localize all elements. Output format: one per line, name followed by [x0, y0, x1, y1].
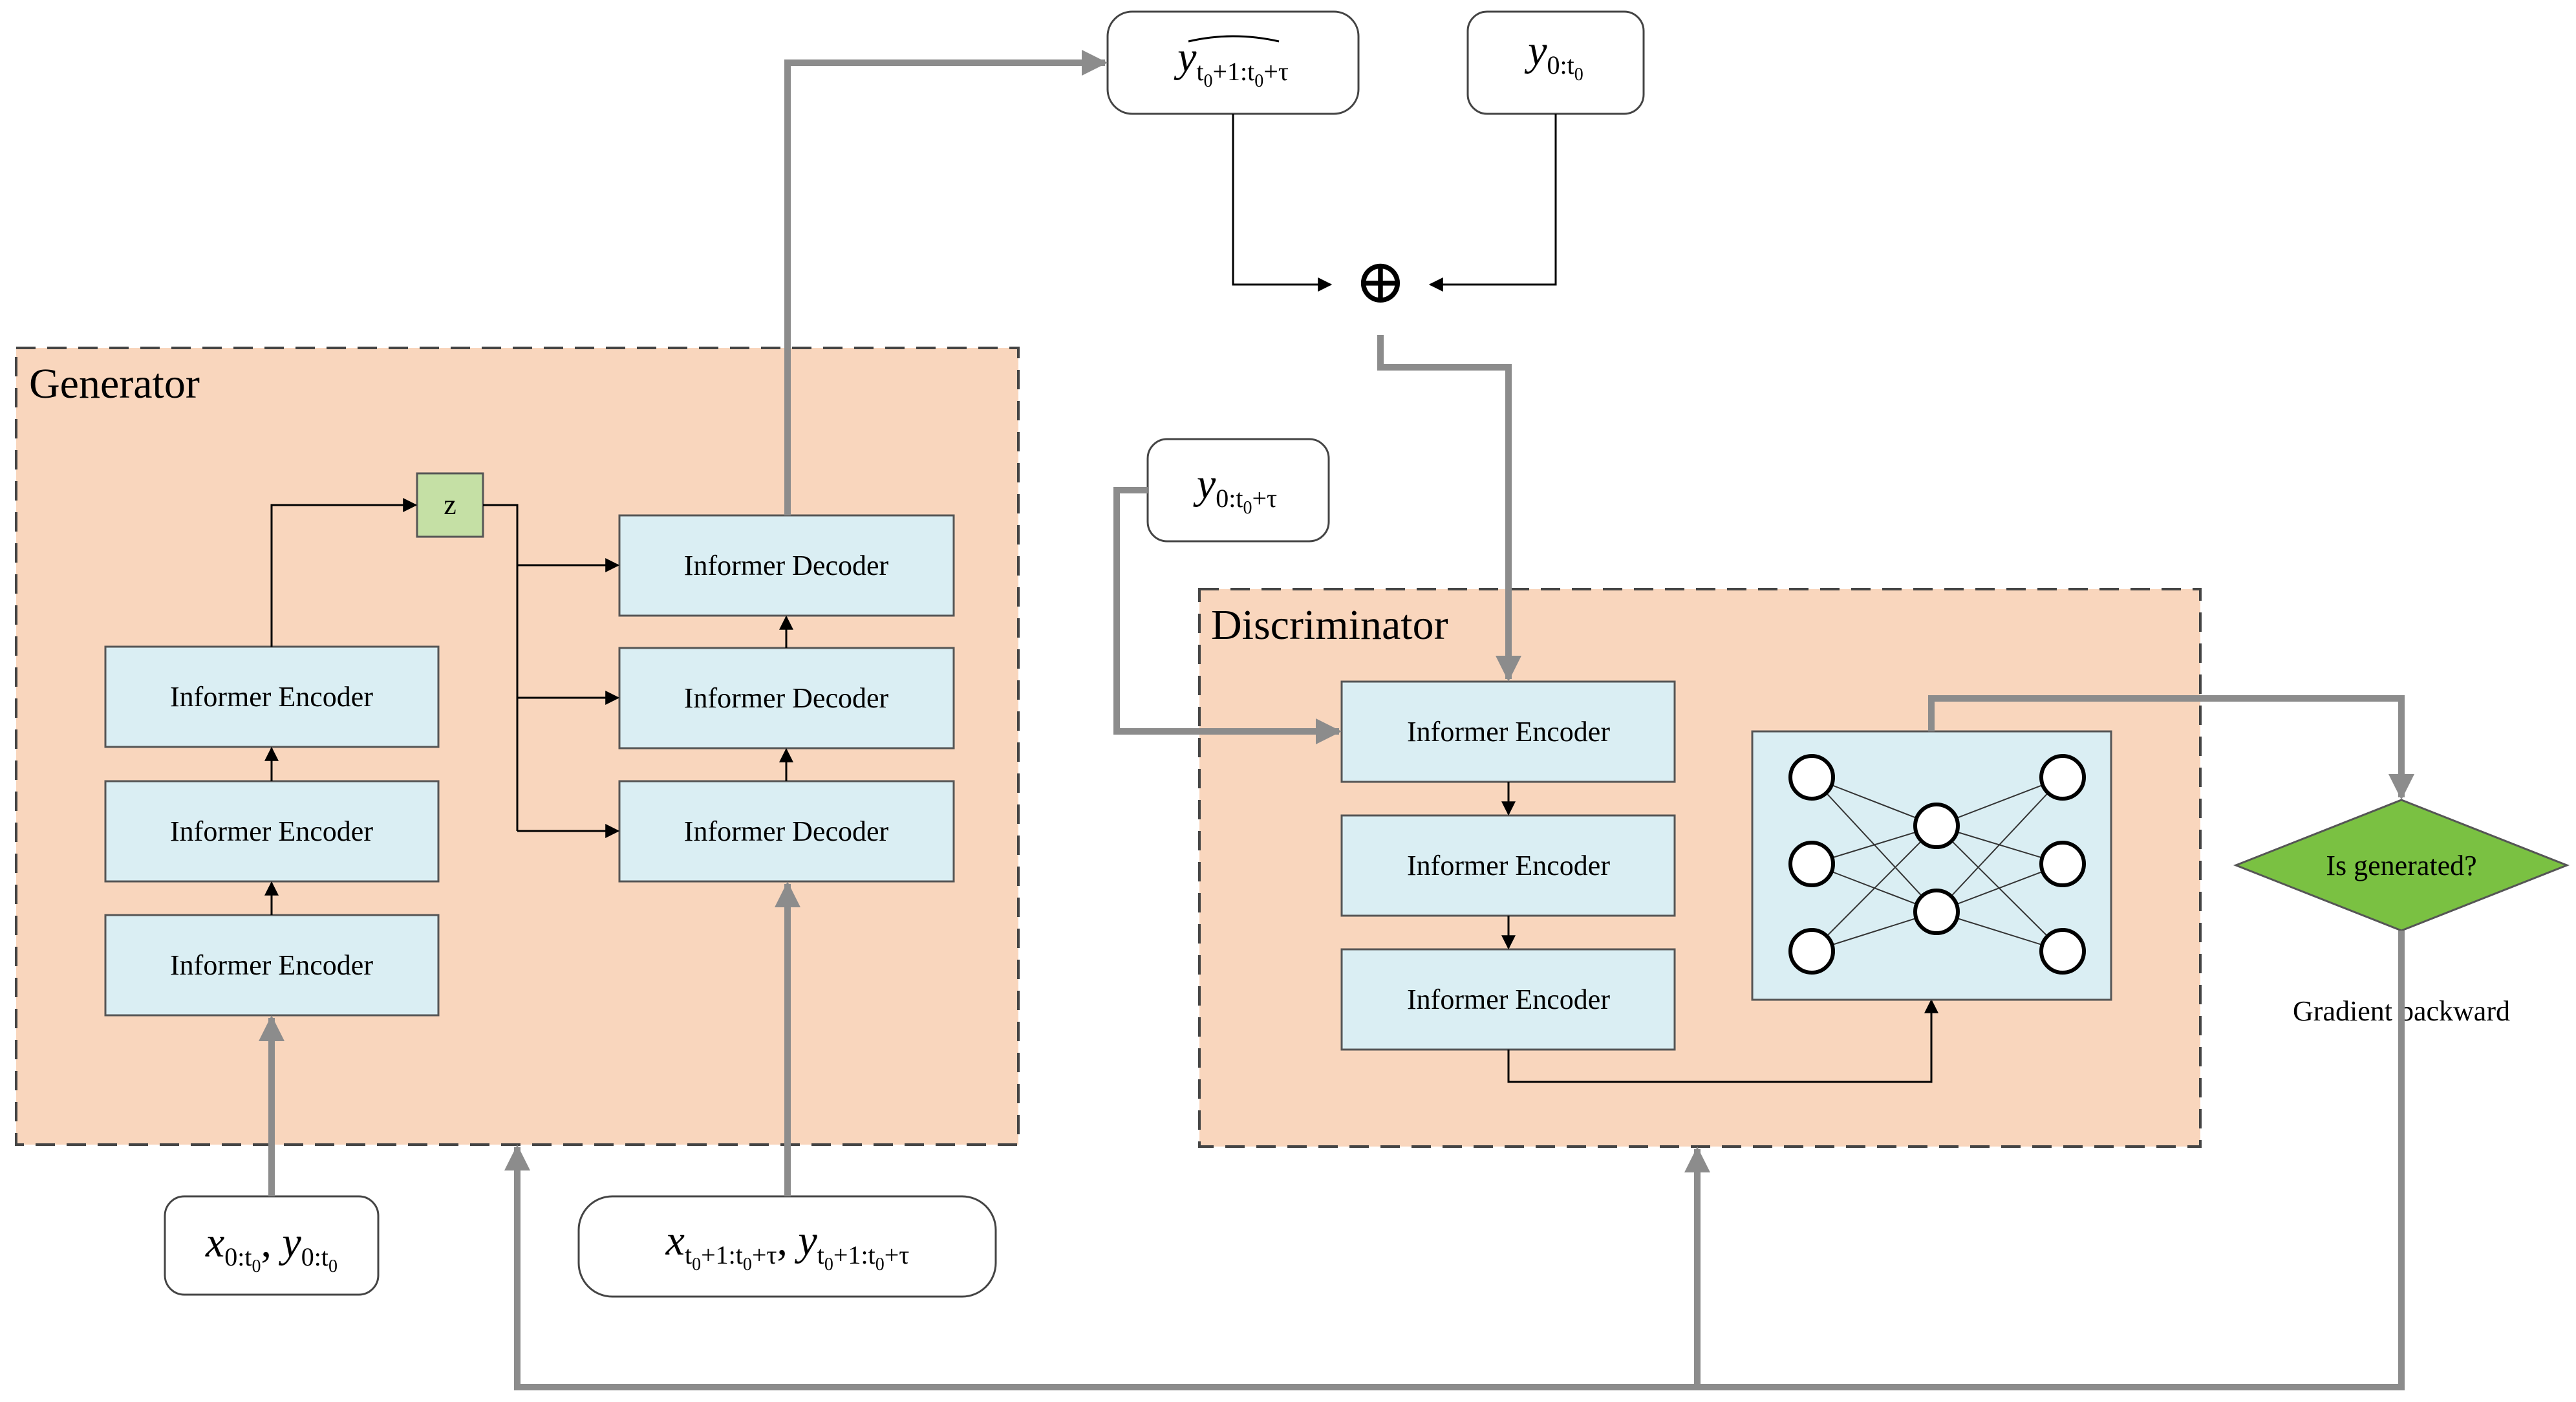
arrow-enc1-to-z — [270, 498, 418, 647]
decoder-input-box: xt0+1:t0+τ, yt0+1:t0+τ — [577, 1195, 997, 1298]
generator-decoder-2-label: Informer Decoder — [684, 682, 889, 714]
history-box: y0:t0 — [1466, 10, 1645, 115]
generator-decoder-3-label: Informer Decoder — [684, 815, 889, 847]
generator-encoder-1-label: Informer Encoder — [170, 681, 373, 713]
hat-accent — [1188, 35, 1280, 43]
dec-input-y-sub-c: +1:t — [833, 1240, 875, 1269]
dec-input-x-sub-e: +τ — [752, 1240, 777, 1269]
dec-input-x-sub-d: 0 — [743, 1255, 752, 1275]
generator-encoder-1: Informer Encoder — [104, 645, 440, 748]
enc-input-x-sub2: 0 — [252, 1256, 261, 1277]
generator-decoder-1: Informer Decoder — [618, 514, 955, 617]
latent-z-label: z — [444, 489, 456, 521]
enc-input-x-sub: 0:t — [224, 1242, 252, 1271]
discriminator-encoder-1: Informer Encoder — [1340, 680, 1676, 783]
enc-input-y: y — [279, 1219, 302, 1266]
dec-input-y-sub-e: +τ — [885, 1240, 910, 1269]
real-sub: 0:t — [1216, 484, 1243, 513]
generator-encoder-3: Informer Encoder — [104, 914, 440, 1017]
enc-input-x: x — [205, 1219, 224, 1266]
generator-decoder-2: Informer Decoder — [618, 647, 955, 750]
real-sequence-box: y0:t0+τ — [1146, 438, 1330, 543]
real-sub3: +τ — [1252, 484, 1277, 513]
line-z-bus — [483, 504, 519, 831]
pred-output-sub-e: +τ — [1263, 57, 1289, 86]
arrow-pred-to-combine — [1232, 114, 1333, 292]
is-generated-label: Is generated? — [2326, 850, 2476, 881]
arrow-history-to-combine — [1428, 114, 1557, 292]
enc-input-y-sub: 0:t — [301, 1242, 328, 1271]
dec-input-x: x — [665, 1217, 685, 1264]
discriminator-group: Discriminator Informer Encoder Informer … — [1198, 588, 2202, 1148]
neural-network-icon — [1751, 730, 2112, 1001]
generator-encoder-2-label: Informer Encoder — [170, 815, 373, 847]
discriminator-title: Discriminator — [1211, 601, 1448, 649]
arrow-decoder-to-prediction — [784, 50, 1108, 515]
pred-output-sub-c: +1:t — [1212, 57, 1254, 86]
real-sub2: 0 — [1243, 498, 1252, 518]
discriminator-encoder-3-label: Informer Encoder — [1407, 984, 1610, 1015]
svg-text:x0:t0, y0:t0: x0:t0, y0:t0 — [205, 1219, 338, 1277]
gradient-backward-path — [504, 931, 2405, 1390]
real-y: y — [1193, 460, 1216, 508]
pred-output-sub-a: t — [1196, 57, 1203, 86]
pred-output-sub-d: 0 — [1254, 71, 1263, 91]
history-sub2: 0 — [1574, 65, 1583, 85]
dec-input-x-sub-c: +1:t — [701, 1240, 743, 1269]
dec-input-y-sub-a: t — [817, 1240, 824, 1269]
pred-output-y: y — [1174, 34, 1197, 81]
generator-decoder-1-label: Informer Decoder — [684, 550, 889, 581]
discriminator-encoder-1-label: Informer Encoder — [1407, 716, 1610, 748]
generator-decoder-3: Informer Decoder — [618, 780, 955, 883]
combine-symbol: ⊕ — [1355, 247, 1406, 316]
history-sub: 0:t — [1547, 50, 1574, 80]
discriminator-encoder-3: Informer Encoder — [1340, 948, 1676, 1051]
is-generated-decision: Is generated? — [2233, 799, 2570, 932]
svg-text:y0:t0+τ: y0:t0+τ — [1193, 460, 1277, 518]
svg-text:xt0+1:t0+τ, yt0+1:t0+τ: xt0+1:t0+τ, yt0+1:t0+τ — [665, 1217, 910, 1275]
encoder-input-box: x0:t0, y0:t0 — [164, 1195, 380, 1296]
dec-input-x-sub-b: 0 — [692, 1255, 701, 1275]
discriminator-encoder-2: Informer Encoder — [1340, 814, 1676, 917]
arrow-combine-to-discriminator — [1377, 335, 1521, 682]
enc-input-y-sub2: 0 — [328, 1256, 338, 1277]
combine-node: ⊕ — [1355, 247, 1406, 316]
history-y: y — [1524, 27, 1547, 74]
pred-output-sub-b: 0 — [1203, 71, 1212, 91]
arrow-real-to-discriminator — [1113, 487, 1342, 744]
arrow-mlp-to-decision — [1928, 695, 2414, 800]
discriminator-encoder-2-label: Informer Encoder — [1407, 850, 1610, 881]
dec-input-y-sub-d: 0 — [875, 1255, 885, 1275]
svg-text:yt0+1:t0+τ: yt0+1:t0+τ — [1174, 34, 1289, 91]
arrow-disc-enc3-to-mlp — [1507, 998, 1938, 1083]
generator-encoder-2: Informer Encoder — [104, 780, 440, 883]
latent-z-node: z — [416, 472, 484, 538]
svg-text:y0:t0: y0:t0 — [1524, 27, 1583, 85]
dec-input-x-sub-a: t — [685, 1240, 692, 1269]
dec-input-y-sub-b: 0 — [824, 1255, 833, 1275]
generator-encoder-3-label: Informer Encoder — [170, 949, 373, 981]
generator-title: Generator — [29, 360, 200, 407]
generator-group: Generator Informer Encoder Informer Enco… — [15, 347, 1020, 1146]
predicted-output-box: yt0+1:t0+τ — [1106, 10, 1360, 115]
dec-input-y: y — [795, 1217, 818, 1264]
